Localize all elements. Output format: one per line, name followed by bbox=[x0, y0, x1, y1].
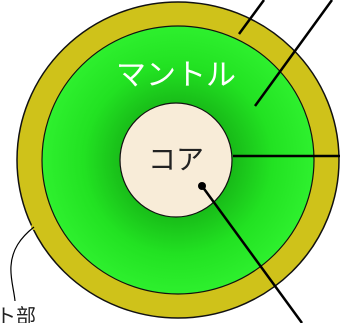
mantle-label: マントル bbox=[116, 58, 236, 93]
core-pointer-dot bbox=[198, 182, 206, 190]
crust-edge-label: ト部 bbox=[0, 304, 36, 323]
crust-curved-leader bbox=[11, 227, 34, 301]
core-label: コア bbox=[148, 143, 204, 176]
